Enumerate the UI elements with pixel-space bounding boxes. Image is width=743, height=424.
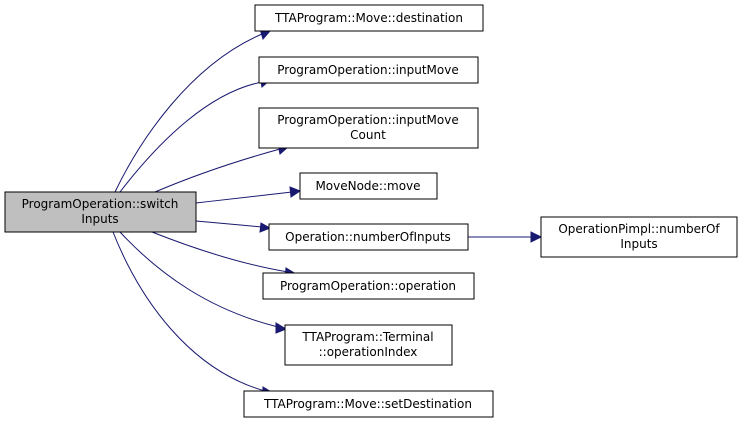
node-switch-inputs[interactable]: ProgramOperation::switch Inputs	[4, 191, 197, 233]
node-pimpl-number-of-inputs-box	[540, 216, 738, 258]
node-set-destination-box	[243, 390, 494, 418]
edge-root-operationindex	[119, 231, 279, 328]
edge-root-destination	[114, 33, 263, 193]
node-switch-inputs-box	[4, 191, 197, 233]
node-number-of-inputs[interactable]: Operation::numberOfInputs	[268, 223, 469, 251]
node-switch-inputs-line-1: ProgramOperation::switch	[22, 197, 179, 211]
node-number-of-inputs-box	[268, 223, 469, 251]
edge-root-setdestination	[112, 231, 266, 392]
node-operation-label: ProgramOperation::operation	[280, 279, 456, 293]
node-input-move-count-box	[258, 107, 479, 149]
edge-root-operation	[151, 231, 289, 273]
node-move-destination-label: TTAProgram::Move::destination	[274, 11, 463, 25]
node-pimpl-number-of-inputs-line-2: Inputs	[620, 237, 657, 251]
node-input-move-count-line-1: ProgramOperation::inputMove	[277, 113, 458, 127]
edge-root-numberofinputs	[195, 220, 263, 228]
node-operation-index-line-2: ::operationIndex	[319, 345, 418, 359]
node-input-move-label: ProgramOperation::inputMove	[277, 63, 458, 77]
node-movenode-move[interactable]: MoveNode::move	[299, 172, 438, 200]
edge-root-inputmovecount	[154, 148, 281, 193]
node-pimpl-number-of-inputs-line-1: OperationPimpl::numberOf	[558, 222, 720, 236]
node-pimpl-number-of-inputs[interactable]: OperationPimpl::numberOf Inputs	[540, 216, 738, 258]
node-move-destination[interactable]: TTAProgram::Move::destination	[254, 4, 484, 32]
nodes: ProgramOperation::switch Inputs TTAProgr…	[4, 4, 738, 418]
node-input-move[interactable]: ProgramOperation::inputMove	[258, 56, 479, 84]
node-operation-box	[262, 272, 475, 300]
edge-root-movenodemove-arrowhead	[289, 186, 302, 198]
edge-numberofinputs-pimpl-arrowhead	[530, 231, 543, 243]
node-move-destination-box	[254, 4, 484, 32]
node-operation-index-box	[284, 324, 453, 366]
node-number-of-inputs-label: Operation::numberOfInputs	[285, 230, 451, 244]
node-operation[interactable]: ProgramOperation::operation	[262, 272, 475, 300]
node-movenode-move-box	[299, 172, 438, 200]
edge-root-inputmove	[119, 81, 263, 193]
node-set-destination[interactable]: TTAProgram::Move::setDestination	[243, 390, 494, 418]
edge-root-movenodemove	[195, 191, 293, 204]
node-set-destination-label: TTAProgram::Move::setDestination	[263, 397, 472, 411]
node-input-move-count[interactable]: ProgramOperation::inputMove Count	[258, 107, 479, 149]
edge-root-numberofinputs-arrowhead	[259, 222, 272, 233]
node-movenode-move-label: MoveNode::move	[315, 179, 420, 193]
node-switch-inputs-line-2: Inputs	[81, 212, 118, 226]
node-input-move-count-line-2: Count	[350, 128, 386, 142]
edge-root-operationindex-arrowhead	[275, 322, 288, 334]
node-operation-index[interactable]: TTAProgram::Terminal ::operationIndex	[284, 324, 453, 366]
node-input-move-box	[258, 56, 479, 84]
node-operation-index-line-1: TTAProgram::Terminal	[301, 330, 433, 344]
